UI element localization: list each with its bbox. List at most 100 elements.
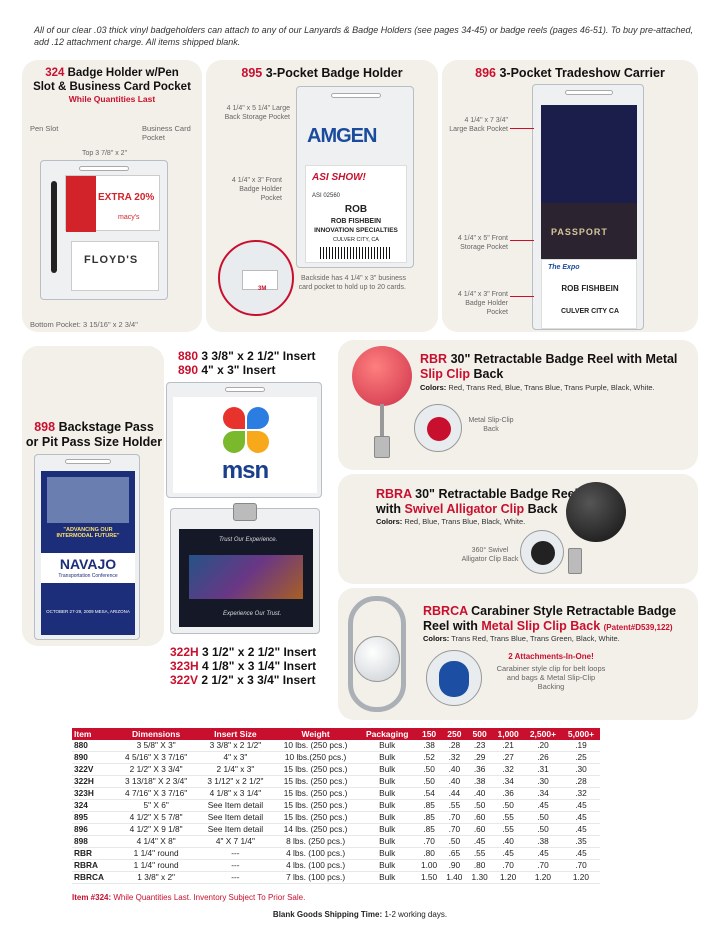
table-cell: .80	[466, 859, 493, 872]
item-number-322v: 322V	[170, 673, 199, 687]
item-number-rbrca: RBRCA	[423, 604, 468, 618]
item-number-880: 880	[178, 349, 199, 363]
table-cell: 1.20	[523, 871, 562, 884]
title-898-line2: or Pit Pass Size Holder	[25, 435, 163, 449]
table-cell: 5" X 6"	[114, 799, 198, 812]
label-895-front: 4 1/4" x 3" Front Badge Holder Pocket	[231, 177, 282, 202]
badge-896-name: ROB FISHBEIN	[561, 284, 619, 293]
insert-890: 4" x 3" Insert	[201, 363, 276, 377]
table-cell: .40	[441, 763, 467, 776]
table-cell: .45	[523, 799, 562, 812]
table-cell: 1.00	[416, 859, 442, 872]
table-cell: .45	[561, 847, 600, 860]
badge-896-city: CULVER CITY CA	[560, 308, 620, 315]
label-business-card: Business Card Pocket	[142, 124, 191, 142]
table-cell: 3 1/12" x 2 1/2"	[197, 775, 274, 788]
holder-896: PASSPORT The Expo ROB FISHBEIN CULVER CI…	[532, 84, 644, 330]
table-cell: RBRA	[72, 859, 115, 872]
table-cell: Bulk	[358, 751, 417, 764]
table-cell: Bulk	[358, 871, 417, 884]
table-cell: 890	[72, 751, 115, 764]
title-rbra-back: Back	[527, 502, 558, 516]
table-cell: .25	[561, 751, 600, 764]
badge-event: ASI SHOW!	[312, 172, 366, 183]
insert-880: 3 3/8" x 2 1/2" Insert	[201, 349, 316, 363]
table-cell: Bulk	[358, 859, 417, 872]
label-pen-slot: Pen Slot	[30, 124, 59, 133]
title-rbr: RBR 30" Retractable Badge Reel with Meta…	[420, 352, 696, 382]
table-cell: 2 1/2" X 3 3/4"	[114, 763, 198, 776]
title-880-890: 880 3 3/8" x 2 1/2" Insert 890 4" x 3" I…	[178, 349, 316, 377]
item-number-rbra: RBRA	[376, 487, 412, 501]
table-cell: .50	[416, 775, 442, 788]
table-cell: .50	[441, 835, 467, 848]
label-896-storage: 4 1/4" x 5" Front Storage Pocket	[457, 235, 508, 251]
table-cell: .29	[466, 751, 493, 764]
table-cell: .40	[492, 835, 524, 848]
zoom-circle-rbra	[520, 530, 564, 574]
table-cell: 4 1/2" X 5 7/8"	[114, 811, 198, 824]
business-card-text: FLOYD'S	[84, 254, 139, 266]
navajo-title: NAVAJO	[59, 556, 117, 572]
table-cell: See Item detail	[197, 799, 274, 812]
table-cell: .52	[416, 751, 442, 764]
table-cell: .55	[492, 823, 524, 836]
expo-logo: The Expo	[548, 264, 580, 271]
table-cell: Bulk	[358, 799, 417, 812]
table-cell: .85	[416, 823, 442, 836]
table-cell: .21	[492, 740, 524, 752]
table-cell: 8 lbs. (250 pcs.)	[273, 835, 359, 848]
item-number-rbr: RBR	[420, 352, 448, 366]
table-cell: 4 5/16" X 3 7/16"	[114, 751, 198, 764]
table-cell: 7 lbs. (100 pcs.)	[273, 871, 359, 884]
table-cell: .30	[561, 763, 600, 776]
table-cell: .85	[416, 799, 442, 812]
col-header: Dimensions	[114, 728, 198, 740]
table-cell: .20	[523, 740, 562, 752]
carabiner-icon	[348, 596, 406, 712]
table-cell: 15 lbs. (250 pcs.)	[273, 799, 359, 812]
table-cell: .34	[492, 775, 524, 788]
title-rbrca: RBRCA Carabiner Style Retractable Badge …	[423, 604, 698, 635]
zoom-circle-rbrca	[426, 650, 482, 706]
table-cell: .60	[466, 811, 493, 824]
table-cell: Bulk	[358, 775, 417, 788]
table-cell: .44	[441, 787, 467, 800]
gift-card: EXTRA 20% macy's	[65, 175, 160, 232]
table-cell: .85	[416, 811, 442, 824]
table-cell: .26	[523, 751, 562, 764]
subtitle-324: While Quantities Last	[68, 94, 156, 104]
table-cell: 895	[72, 811, 115, 824]
table-cell: 15 lbs. (250 pcs.)	[273, 811, 359, 824]
table-cell: .34	[523, 787, 562, 800]
table-cell: 3 5/8" X 3"	[114, 740, 198, 752]
table-cell: ---	[197, 859, 274, 872]
table-cell: .28	[441, 740, 467, 752]
gift-card-text: EXTRA 20%	[98, 192, 155, 203]
dark-card: Trust Our Experience. Experience Our Tru…	[179, 529, 313, 627]
col-header: 1,000	[492, 728, 524, 740]
table-cell: .50	[466, 799, 493, 812]
title-895: 895 3-Pocket Badge Holder	[206, 66, 438, 81]
table-cell: 4 7/16" X 3 7/16"	[114, 787, 198, 800]
table-cell: 1.20	[561, 871, 600, 884]
table-cell: ---	[197, 871, 274, 884]
note-rbrca-two: 2 Attachments-In-One!	[508, 652, 594, 661]
title-rbra-line1: 30" Retractable Badge Reel	[415, 487, 579, 501]
table-cell: 4 1/8" x 3 1/4"	[197, 787, 274, 800]
table-cell: .50	[523, 823, 562, 836]
item-number-890: 890	[178, 363, 199, 377]
label-895-back: Backside has 4 1/4" x 3" business card p…	[298, 275, 406, 291]
title-rbr-slip-clip: Slip Clip	[420, 367, 470, 381]
card-tagline-top: Trust Our Experience.	[219, 537, 278, 543]
table-cell: 3 13/18" X 2 3/4"	[114, 775, 198, 788]
item-number-322h: 322H	[170, 645, 199, 659]
footer-shipping: Blank Goods Shipping Time: 1-2 working d…	[0, 910, 720, 919]
table-cell: .90	[441, 859, 467, 872]
table-cell: .70	[416, 835, 442, 848]
table-cell: .36	[466, 763, 493, 776]
reel-rbra-clip	[568, 548, 582, 574]
table-cell: 4" X 7 1/4"	[197, 835, 274, 848]
item-number-324: 324	[45, 67, 65, 79]
